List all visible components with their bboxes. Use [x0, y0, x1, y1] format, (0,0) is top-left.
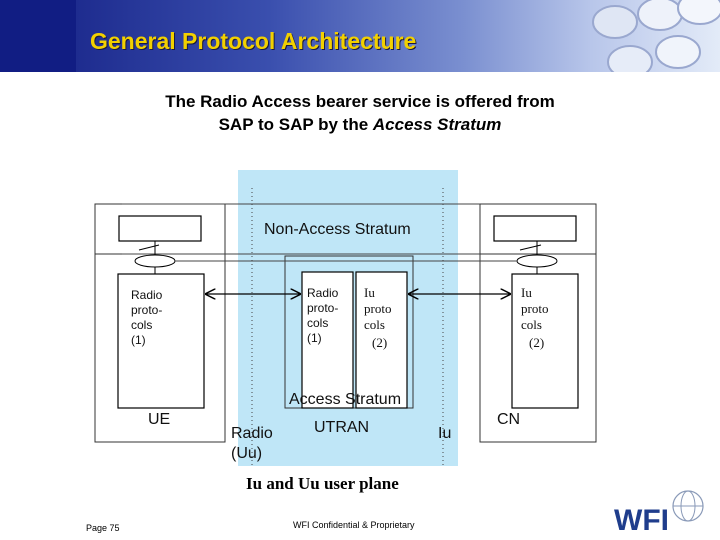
utran-radio-protocols-line-1: Radio — [307, 286, 339, 300]
subtitle-line-2-plain: SAP to SAP by the — [218, 115, 373, 134]
confidential-notice: WFI Confidential & Proprietary — [293, 520, 415, 530]
utran-iu-protocols-line-3: cols — [364, 317, 385, 332]
utran-radio-protocols-line-3: cols — [307, 316, 328, 330]
page-number: Page 75 — [86, 523, 120, 533]
ue-protocol-box — [117, 273, 205, 409]
utran-radio-protocols-line-2: proto- — [307, 301, 338, 315]
slide-subtitle: The Radio Access bearer service is offer… — [90, 90, 630, 136]
utran-iu-protocol-box — [355, 271, 408, 409]
subtitle-line-2: SAP to SAP by the Access Stratum — [90, 113, 630, 136]
utran-iu-protocols-line-4: (2) — [372, 335, 387, 350]
cn-sap-ellipse — [516, 254, 558, 268]
keypad-image — [592, 0, 720, 72]
non-access-stratum-label: Non-Access Stratum — [264, 221, 411, 238]
logo-text: WFI — [614, 504, 669, 534]
radio-interface-label: Radio — [231, 425, 273, 442]
wfi-logo: WFI — [614, 490, 704, 534]
diagram-caption: Iu and Uu user plane — [246, 474, 399, 493]
cn-protocols-line-3: cols — [521, 317, 542, 332]
ue-label: UE — [148, 411, 170, 428]
cn-protocol-box — [511, 273, 579, 409]
slide-header: General Protocol Architecture — [0, 0, 720, 72]
ue-protocols-text: Radio proto- cols (1) — [131, 288, 163, 347]
iu-interface-label: Iu — [438, 425, 451, 442]
cn-sap-tick — [519, 244, 542, 251]
uu-interface-label: (Uu) — [231, 445, 262, 462]
access-stratum-label: Access Stratum — [289, 391, 401, 408]
cn-protocols-line-2: proto — [521, 301, 548, 316]
ue-sap-tick — [138, 244, 160, 251]
utran-label: UTRAN — [314, 419, 369, 436]
ue-protocols-line-1: Radio — [131, 288, 163, 302]
utran-radio-protocol-box — [301, 271, 354, 409]
utran-radio-protocols-text: Radio proto- cols (1) — [307, 286, 339, 345]
ue-upper-layer-box — [118, 215, 202, 242]
ue-protocols-line-2: proto- — [131, 303, 162, 317]
cn-outer-box — [479, 203, 597, 443]
ue-protocols-line-4: (1) — [131, 333, 146, 347]
subtitle-line-2-italic: Access Stratum — [372, 115, 502, 134]
cn-label: CN — [497, 411, 520, 428]
header-left-bar — [0, 0, 76, 72]
ue-sap-ellipse — [134, 254, 176, 268]
subtitle-line-1: The Radio Access bearer service is offer… — [165, 92, 555, 111]
ue-protocols-line-3: cols — [131, 318, 152, 332]
slide-title: General Protocol Architecture — [90, 28, 417, 54]
utran-iu-protocols-line-2: proto — [364, 301, 391, 316]
cn-upper-layer-box — [493, 215, 577, 242]
cn-protocols-text: Iu proto cols (2) — [521, 285, 548, 350]
utran-radio-protocols-line-4: (1) — [307, 331, 322, 345]
utran-iu-protocols-text: Iu proto cols (2) — [364, 285, 391, 350]
cn-protocols-line-4: (2) — [529, 335, 544, 350]
cn-protocols-line-1: Iu — [521, 285, 532, 300]
utran-iu-protocols-line-1: Iu — [364, 285, 375, 300]
